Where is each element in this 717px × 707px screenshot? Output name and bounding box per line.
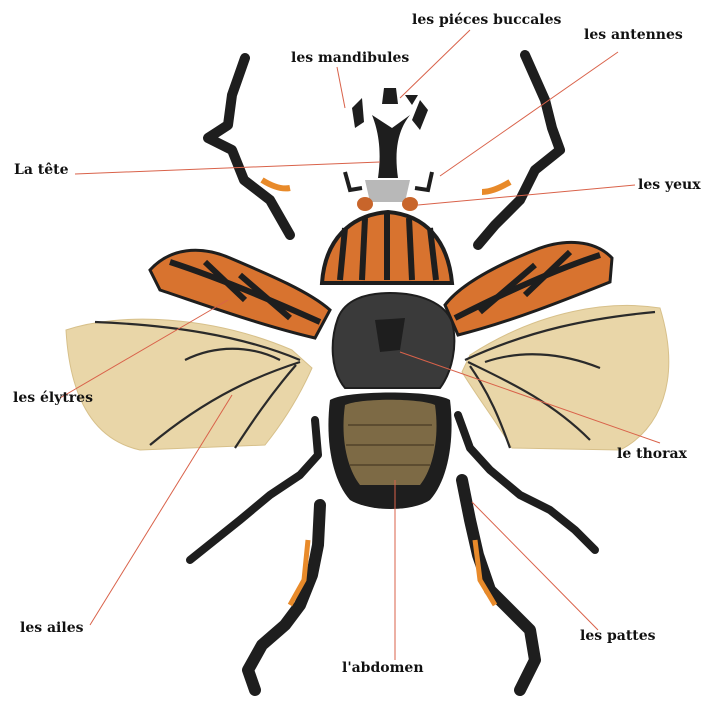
leader-tete	[75, 162, 380, 174]
right-front-fringe	[482, 182, 510, 192]
left-hind-leg	[248, 505, 320, 690]
leader-pieces-buccales	[400, 30, 470, 98]
palp	[405, 95, 418, 105]
label-yeux: les yeux	[638, 177, 701, 193]
label-thorax: le thorax	[617, 446, 687, 462]
right-mandible	[412, 100, 428, 130]
right-front-leg	[478, 55, 560, 245]
abdomen-plates	[343, 400, 436, 485]
head	[365, 180, 410, 202]
leader-mandibules	[337, 67, 345, 108]
left-antenna-small	[345, 172, 362, 190]
left-eye	[357, 197, 373, 211]
label-mandibules: les mandibules	[291, 50, 409, 66]
leader-pattes	[472, 502, 598, 630]
labrum	[382, 88, 398, 104]
right-hind-leg	[462, 480, 535, 690]
label-pieces-buccales: les piéces buccales	[412, 12, 561, 28]
horn	[372, 115, 410, 178]
right-wing	[462, 305, 669, 450]
left-front-leg	[208, 58, 290, 235]
label-pattes: les pattes	[580, 628, 656, 644]
right-eye	[402, 197, 418, 211]
left-mandible	[352, 98, 364, 128]
right-antenna-small	[415, 172, 432, 190]
left-wing	[66, 319, 312, 450]
left-front-fringe	[262, 180, 290, 188]
label-ailes: les ailes	[20, 620, 83, 636]
label-antennes: les antennes	[584, 27, 683, 43]
label-abdomen: l'abdomen	[342, 660, 424, 676]
label-elytres: les élytres	[13, 390, 93, 406]
label-tete: La tête	[14, 162, 69, 178]
